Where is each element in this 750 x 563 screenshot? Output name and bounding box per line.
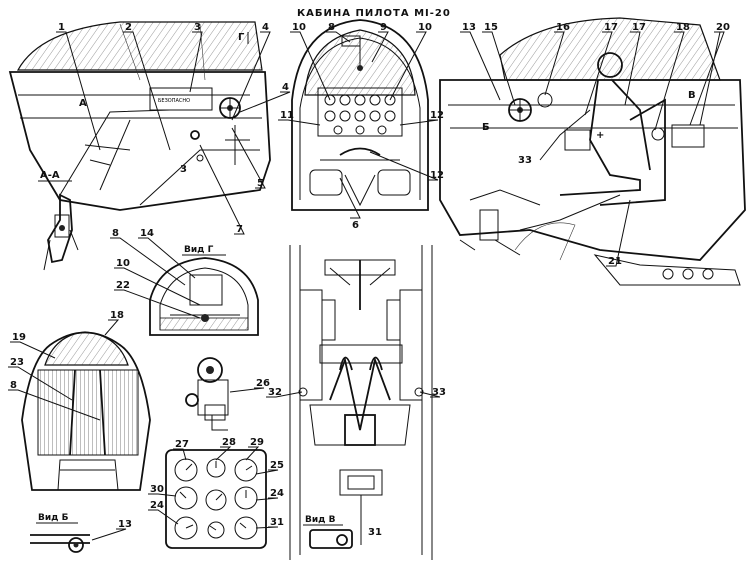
view-g-label: Вид Г bbox=[184, 245, 214, 255]
callout-8c: 26 bbox=[256, 378, 270, 389]
callout-27: 28 bbox=[222, 437, 236, 448]
callout-25: 30 bbox=[150, 484, 164, 495]
callout-12b: 13 bbox=[118, 519, 132, 530]
callout-31: 31 bbox=[368, 527, 382, 538]
callout-17b: 18 bbox=[110, 310, 124, 321]
callout-24a: 24 bbox=[150, 500, 164, 511]
cross-mark: + bbox=[596, 130, 604, 141]
callout-32: 32 bbox=[268, 387, 282, 398]
callout-13b: 14 bbox=[140, 228, 154, 239]
callout-19: 20 bbox=[716, 22, 730, 33]
view-g: Вид Г 8 14 10 22 bbox=[110, 228, 259, 336]
callout-23: 8 bbox=[10, 380, 17, 391]
callout-21: 8 bbox=[112, 228, 119, 239]
instrument-detail: 26 bbox=[185, 357, 270, 431]
mark-g: Г bbox=[238, 32, 245, 43]
callout-8b: 10 bbox=[116, 258, 130, 269]
callout-3: 3 bbox=[194, 22, 201, 33]
callout-28: 29 bbox=[250, 437, 264, 448]
right-side-view: + В Б bbox=[439, 17, 746, 286]
callout-18a: 18 bbox=[676, 22, 690, 33]
rear-seat-view: 19 23 8 18 bbox=[8, 310, 151, 491]
callout-12a: 12 bbox=[430, 170, 444, 181]
callout-10a: 10 bbox=[418, 22, 432, 33]
callout-33a: 33 bbox=[518, 155, 532, 166]
panel-label: БЕЗОПАСНО bbox=[158, 98, 190, 104]
callout-13a: 13 bbox=[462, 22, 476, 33]
callout-15: 16 bbox=[556, 22, 570, 33]
view-v-topdown: 32 33 Вид В 31 bbox=[266, 245, 446, 560]
view-v-label: Вид В bbox=[305, 515, 336, 525]
callout-3-lower: 3 bbox=[180, 164, 187, 175]
callout-4b: 4 bbox=[282, 82, 289, 93]
mark-v: В bbox=[688, 90, 696, 101]
callout-24b: 31 bbox=[270, 517, 284, 528]
view-b-detail: Вид Б 13 bbox=[30, 513, 132, 553]
mark-a: А bbox=[79, 98, 87, 109]
fitting-detail bbox=[43, 193, 79, 271]
callout-20: 21 bbox=[608, 256, 622, 267]
front-view bbox=[291, 19, 429, 211]
callout-5b: 6 bbox=[352, 220, 359, 231]
callout-16: 17 bbox=[604, 22, 618, 33]
instrument-panel: 27 28 29 25 30 24 24 31 bbox=[148, 437, 284, 549]
callout-18b: 19 bbox=[12, 332, 26, 343]
callout-11a: 11 bbox=[280, 110, 294, 121]
right-callouts: 13 15 16 17 17 18 20 33 21 bbox=[460, 22, 730, 267]
callout-7: 8 bbox=[328, 22, 335, 33]
callout-22: 23 bbox=[10, 357, 24, 368]
front-gauges bbox=[324, 94, 396, 135]
drawing-title: КАБИНА ПИЛОТА МI-20 bbox=[297, 8, 451, 19]
front-callouts: 8 9 10 10 11 12 12 6 bbox=[278, 22, 444, 231]
mark-b: Б bbox=[482, 122, 490, 133]
callout-2: 2 bbox=[125, 22, 132, 33]
callout-17a: 17 bbox=[632, 22, 646, 33]
callout-29: 25 bbox=[270, 460, 284, 471]
callout-6: 7 bbox=[236, 224, 243, 235]
callout-8: 9 bbox=[380, 22, 387, 33]
panel-gauges bbox=[174, 458, 258, 540]
callout-26: 27 bbox=[175, 439, 189, 450]
callout-30: 24 bbox=[270, 488, 284, 499]
callout-5a: 5 bbox=[257, 178, 264, 189]
left-side-view: БЕЗОПАСНО А Г bbox=[8, 21, 271, 211]
callout-4a: 4 bbox=[262, 22, 269, 33]
left-callouts: 1 2 3 4 4 5 7 3 А-А bbox=[38, 22, 291, 235]
callout-1: 1 bbox=[58, 22, 65, 33]
callout-11b: 12 bbox=[430, 110, 444, 121]
callout-14: 15 bbox=[484, 22, 498, 33]
callout-33b: 33 bbox=[432, 387, 446, 398]
callout-10b: 22 bbox=[116, 280, 130, 291]
section-aa-label: А-А bbox=[40, 170, 60, 181]
callout-9: 10 bbox=[292, 22, 306, 33]
view-b-label: Вид Б bbox=[38, 513, 69, 523]
